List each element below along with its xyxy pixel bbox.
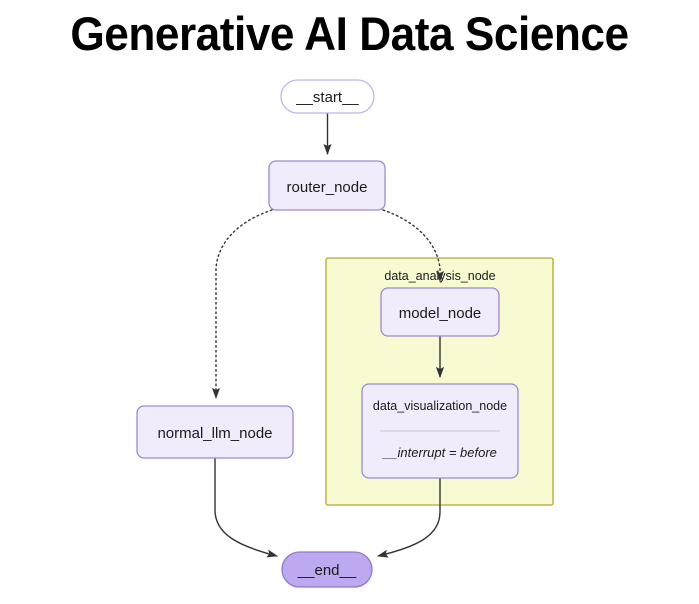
edge-path xyxy=(211,209,273,400)
node-interrupt-label: __interrupt = before xyxy=(381,445,497,460)
edge-path xyxy=(376,478,441,558)
node-label: __end__ xyxy=(297,562,357,579)
node-shape[interactable] xyxy=(281,551,373,588)
node-data-visualization-node[interactable]: data_visualization_node __interrupt = be… xyxy=(361,383,519,479)
node-start[interactable]: __start__ xyxy=(280,79,375,114)
page-title: Generative AI Data Science xyxy=(70,7,629,60)
node-model-node[interactable]: model_node xyxy=(380,287,500,337)
node-label: router_node xyxy=(287,179,368,196)
node-shape[interactable] xyxy=(268,160,386,211)
node-label: __start__ xyxy=(295,89,359,106)
cluster-label: data_analysis_node xyxy=(384,269,495,283)
node-shape[interactable] xyxy=(380,287,500,337)
node-label: data_visualization_node xyxy=(373,399,507,413)
edge-router-to-normal-llm xyxy=(211,209,273,400)
edge-normal-llm-to-end xyxy=(214,458,279,558)
node-router-node[interactable]: router_node xyxy=(268,160,386,211)
node-label: normal_llm_node xyxy=(157,425,272,442)
node-label: model_node xyxy=(399,305,482,322)
node-shape[interactable] xyxy=(280,79,375,114)
node-shape[interactable] xyxy=(136,405,294,459)
node-normal-llm-node[interactable]: normal_llm_node xyxy=(136,405,294,459)
edge-data-visualization-to-end xyxy=(376,478,441,558)
node-end[interactable]: __end__ xyxy=(281,551,373,588)
edge-path xyxy=(214,458,279,558)
